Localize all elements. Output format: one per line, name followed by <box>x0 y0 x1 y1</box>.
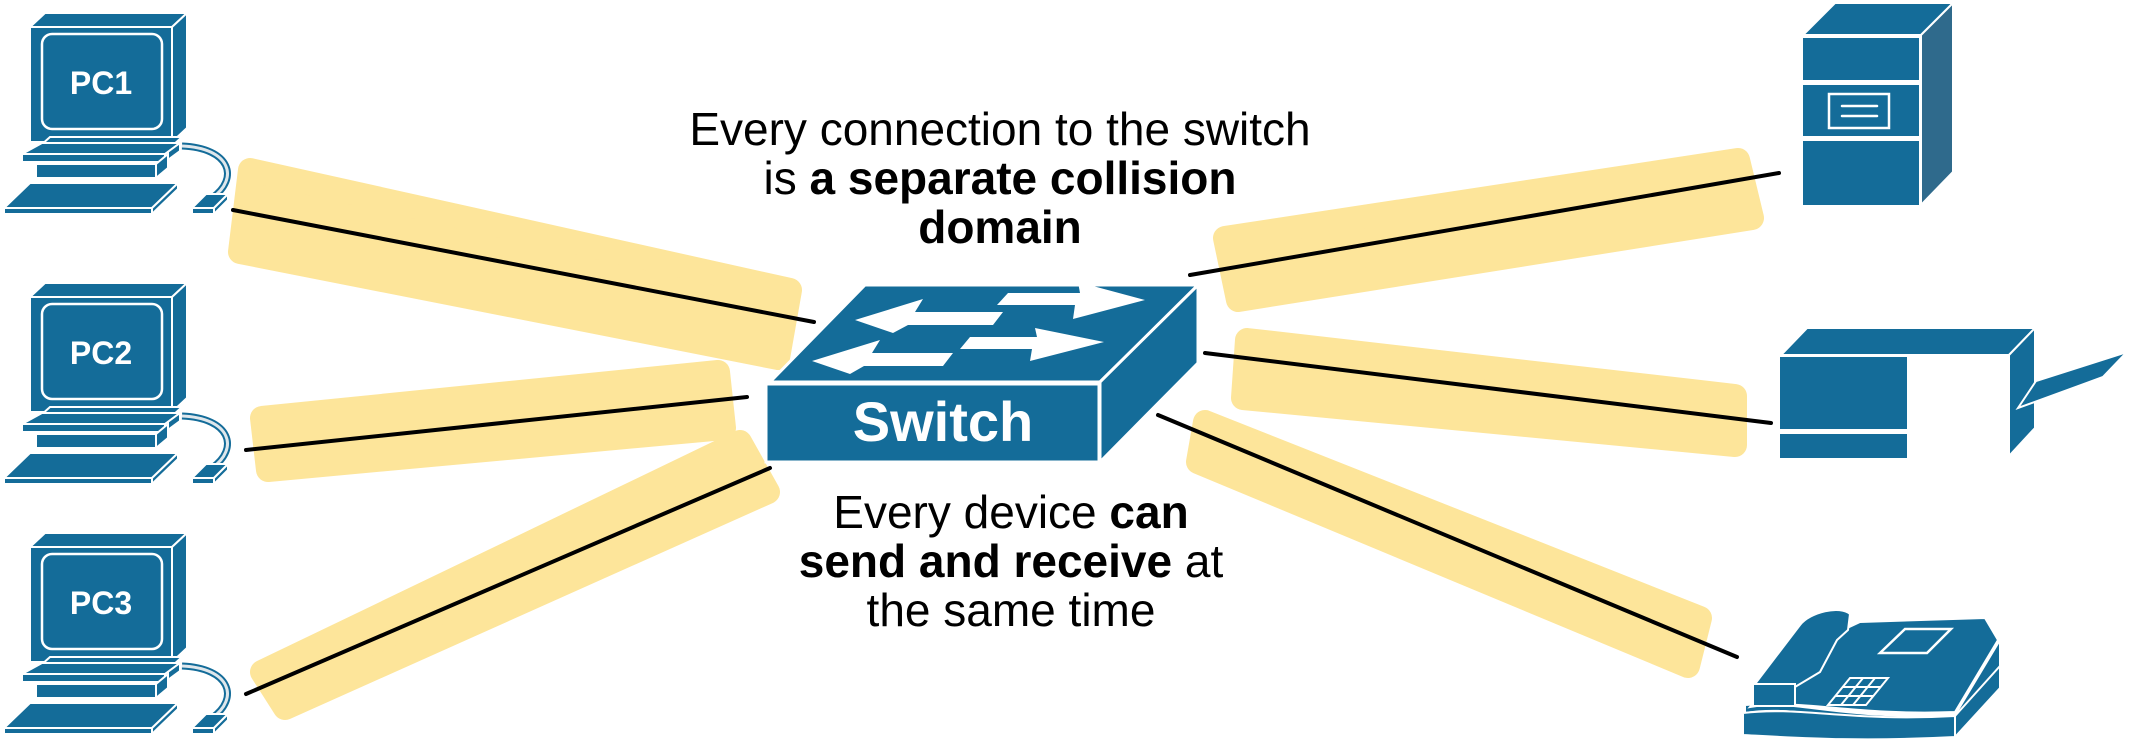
caption-full-duplex: Every device can send and receive at the… <box>711 488 1311 635</box>
caption-bottom-line-2: send and receive at <box>711 537 1311 586</box>
printer-gap <box>1908 356 2009 459</box>
switch-front-face <box>764 382 1101 464</box>
caption-text: Every device <box>833 486 1110 538</box>
links <box>231 171 1781 696</box>
phone-keypad-icon <box>1825 677 1891 706</box>
pc2[interactable]: PC2 <box>4 283 228 484</box>
printer-front-bottom <box>1778 432 1909 460</box>
caption-emphasis: a separate collision <box>809 152 1237 204</box>
switch-arrows-icon <box>812 282 1145 374</box>
switch-label: Switch <box>853 390 1033 453</box>
caption-bottom-line-1: Every device can <box>711 488 1311 537</box>
server-front-top <box>1801 36 1921 82</box>
link-pc3-switch <box>244 466 772 696</box>
link-printer-switch <box>1203 351 1773 425</box>
switch[interactable]: Switch <box>764 281 1202 466</box>
caption-top-line-1: Every connection to the switch <box>689 103 1311 155</box>
pc-icon <box>4 13 228 214</box>
phone-display-icon <box>1876 627 1955 655</box>
caption-collision-domain: Every connection to the switch is a sepa… <box>600 105 1400 252</box>
highlight-band-printer <box>1231 328 1747 457</box>
phone-handset-end <box>1752 683 1796 707</box>
phone-handset <box>1753 609 1852 689</box>
server[interactable] <box>1800 0 1956 208</box>
link-pc2-switch <box>244 395 749 452</box>
pc3[interactable]: PC3 <box>4 533 228 734</box>
caption-top-line-3: domain <box>600 203 1400 252</box>
link-server-switch <box>1188 171 1781 277</box>
caption-emphasis: can <box>1109 486 1189 538</box>
server-front-bottom <box>1801 139 1921 207</box>
link-pc1-switch <box>231 208 816 324</box>
pc-icon <box>4 533 228 734</box>
collision-domain-highlights <box>228 148 1764 720</box>
highlight-band-pc3 <box>250 430 780 720</box>
printer-front-top <box>1778 355 1909 431</box>
server-display-icon <box>1827 92 1891 130</box>
caption-text: is <box>763 152 810 204</box>
caption-text: at <box>1172 535 1224 587</box>
pc1-label: PC1 <box>70 65 132 101</box>
printer[interactable] <box>1778 325 2128 460</box>
caption-bottom-line-3: the same time <box>866 584 1156 636</box>
printer-paper-tray <box>2015 351 2128 410</box>
highlight-band-server <box>1213 148 1764 312</box>
pc1[interactable]: PC1 <box>4 13 228 214</box>
highlight-band-pc2 <box>250 360 736 482</box>
caption-emphasis: domain <box>918 201 1082 253</box>
server-side-face <box>1920 0 1954 208</box>
phone-base-side <box>1954 663 2001 740</box>
pc2-label: PC2 <box>70 335 132 371</box>
printer-top-face <box>1778 327 2038 356</box>
pc3-label: PC3 <box>70 585 132 621</box>
pc-icon <box>4 283 228 484</box>
caption-top-line-2: is a separate collision <box>600 154 1400 203</box>
link-phone-switch <box>1156 413 1739 659</box>
caption-emphasis: send and receive <box>798 535 1173 587</box>
printer-side-face <box>2008 325 2036 459</box>
ip-phone[interactable] <box>1742 609 2001 741</box>
